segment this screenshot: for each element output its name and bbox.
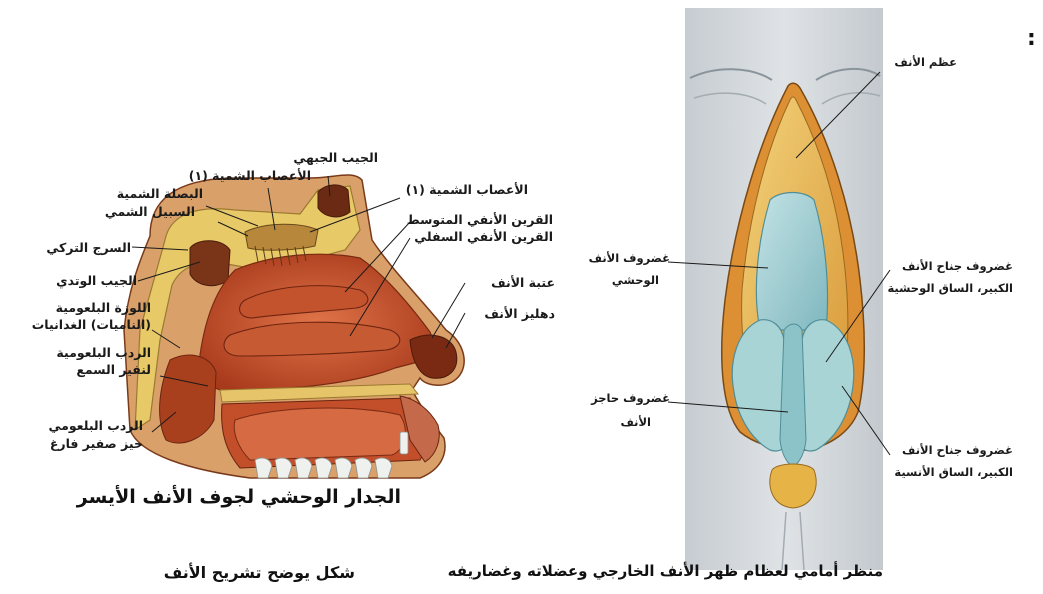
incisor [400, 432, 408, 454]
frontal-sinus-cavity [318, 185, 350, 217]
label-alar-lateral-1: غضروف جناح الأنف [902, 256, 1013, 277]
label-pharyngeal-recess-b1: الردب البلعومي [48, 418, 143, 433]
anterior-view-illustration [685, 8, 883, 570]
label-nasal-bone: عظم الأنف [894, 52, 957, 73]
label-alar-medial-1: غضروف جناح الأنف [902, 440, 1013, 461]
label-nasal-threshold: عتبة الأنف [491, 275, 555, 290]
olfactory-bulb-shape [245, 224, 318, 250]
label-pharyngeal-recess-1: الردب البلعومية [56, 345, 151, 360]
right-figure-title: منظر أمامي لعظام ظهر الأنف الخارجي وعضلا… [448, 562, 883, 580]
label-alar-lateral-2: الكبير، الساق الوحشية [887, 278, 1013, 299]
label-sphenoid-sinus: الجيب الوتدي [56, 273, 137, 288]
label-lateral-cartilage-1: غضروف الأنف [589, 248, 670, 269]
label-pharyngeal-tonsil-2: (الناميات) الغدانيات [32, 317, 151, 332]
lateral-cartilage [756, 193, 827, 331]
nose-tip-tissue [770, 464, 816, 508]
label-sella-turcica: السرج التركي [46, 240, 131, 255]
label-olfactory-nerves-a: الأعصاب الشمية (١) [189, 168, 311, 183]
label-nasal-vestibule: دهليز الأنف [484, 306, 555, 321]
label-pharyngeal-recess-2: لنفير السمع [76, 362, 151, 377]
label-pharyngeal-tonsil-1: اللوزة البلعومية [56, 300, 151, 315]
tongue [234, 408, 405, 460]
figure-caption: شكل يوضح تشريح الأنف [164, 563, 355, 582]
label-frontal-sinus: الجيب الجبهي [293, 150, 378, 165]
label-olfactory-nerves-b: الأعصاب الشمية (١) [406, 182, 528, 197]
label-alar-medial-2: الكبير، الساق الأنسية [894, 462, 1013, 483]
label-lateral-cartilage-2: الوحشي [612, 270, 659, 291]
label-septal-cartilage-1: غضروف حاجز [591, 388, 670, 409]
label-septal-cartilage-2: الأنف [620, 412, 651, 433]
label-middle-concha: القرين الأنفي المتوسط [407, 212, 553, 227]
label-inferior-concha: القرين الأنفي السفلي [414, 229, 553, 244]
left-figure-title: الجدار الوحشي لجوف الأنف الأيسر [77, 486, 401, 508]
label-olfactory-bulb: البصلة الشمية [117, 186, 203, 201]
label-olfactory-tract: السبيل الشمي [105, 204, 195, 219]
pharynx [160, 355, 216, 443]
label-pharyngeal-recess-b2: حيز صفير فارغ [50, 436, 143, 451]
septal-cartilage [780, 324, 806, 466]
corner-mark: : [1027, 26, 1036, 51]
